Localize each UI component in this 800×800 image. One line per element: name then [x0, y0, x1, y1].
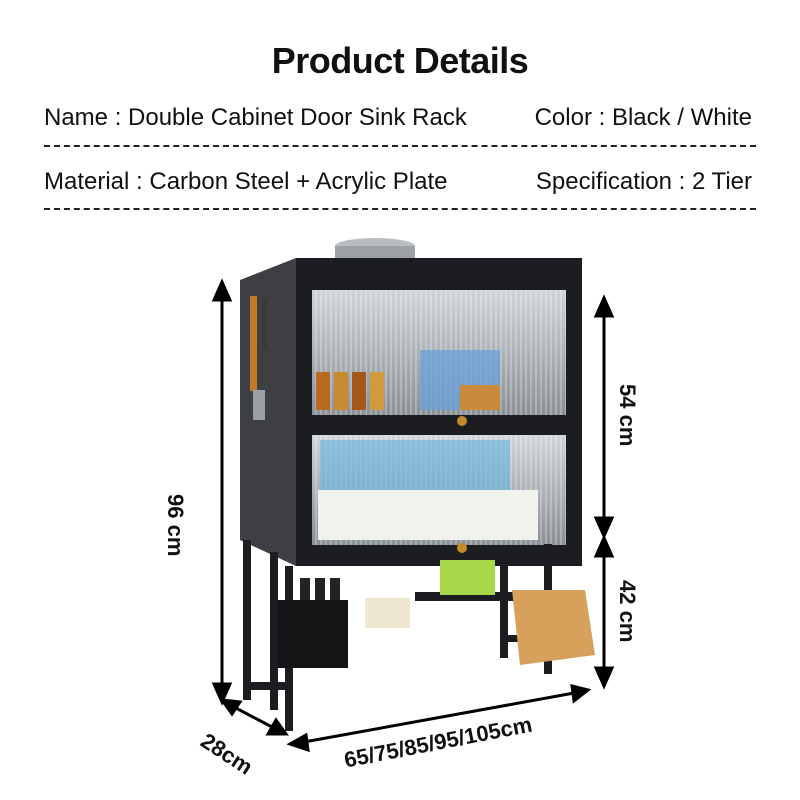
lower-height-arrow: [593, 534, 615, 690]
divider: [44, 145, 756, 147]
width-arrow: [286, 684, 592, 753]
door-knob: [457, 416, 467, 426]
upper-height-label: 54 cm: [615, 384, 640, 447]
depth-arrow: [218, 698, 289, 736]
sponge-holder: [440, 560, 495, 595]
plates: [318, 490, 538, 540]
height-label: 96 cm: [163, 494, 188, 557]
door-knob: [457, 543, 467, 553]
knife-holder: [278, 578, 348, 668]
spice-jars: [316, 372, 500, 410]
upper-height-arrow: [593, 294, 615, 540]
lower-shelf: [415, 592, 515, 601]
cutting-board: [512, 590, 595, 665]
utensil-hooks: [250, 296, 267, 420]
color-text: Color : Black / White: [534, 104, 752, 131]
side-panel: [240, 258, 296, 566]
page-title: Product Details: [271, 40, 529, 81]
lower-height-label: 42 cm: [615, 580, 640, 643]
towel: [365, 598, 410, 628]
divider: [44, 208, 756, 210]
specification-text: Specification : 2 Tier: [535, 168, 752, 195]
material-text: Material : Carbon Steel + Acrylic Plate: [44, 168, 448, 195]
height-arrow: [211, 278, 233, 706]
name-text: Name : Double Cabinet Door Sink Rack: [44, 104, 467, 131]
